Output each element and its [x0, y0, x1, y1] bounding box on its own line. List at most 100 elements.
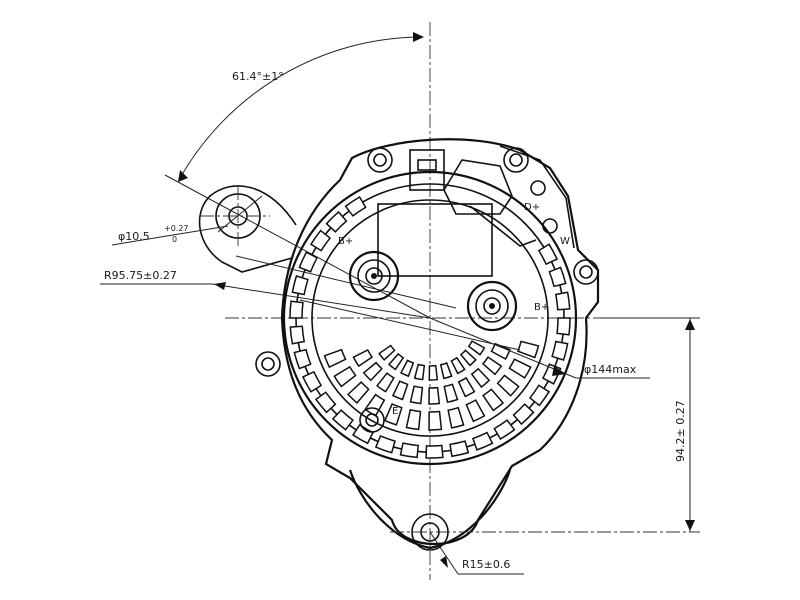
- inner-fin-slot: [508, 358, 532, 379]
- bolt-left: [255, 351, 281, 377]
- inner-fin-slot: [400, 359, 415, 378]
- cooling-fins-inner: [323, 340, 540, 431]
- inner-fin-slot: [333, 365, 357, 388]
- hole-diameter-dimension: φ10.5 +0.27 0: [111, 224, 229, 246]
- outer-fin-slot: [548, 266, 567, 288]
- regulator-block: [377, 145, 575, 277]
- bottom-radius-label: R15±0.6: [462, 558, 510, 571]
- b-plus-stud-1: [348, 250, 400, 302]
- inner-fin-slot: [362, 361, 383, 382]
- b-plus-stud-2: [466, 280, 518, 332]
- max-diameter-dimension: φ144max: [429, 317, 650, 379]
- outer-fin-slot: [298, 251, 319, 273]
- bottom-mounting-lug: [348, 469, 700, 551]
- hole-tolerance-lower: 0: [172, 235, 177, 244]
- terminal-studs: D+ W: [524, 180, 570, 247]
- outer-fin-slot: [554, 291, 571, 311]
- outer-fin-slot: [331, 409, 354, 431]
- housing-bolts: [255, 147, 599, 433]
- vertical-dimension-arrow-bottom: [685, 520, 695, 531]
- bottom-lug-outline: [348, 469, 512, 550]
- inner-fin-slot: [376, 372, 395, 393]
- angle-arc: [179, 36, 421, 179]
- vertical-dimension-arrow-top: [685, 319, 695, 330]
- inner-fin-slot: [467, 340, 486, 356]
- outer-fin-slot: [537, 243, 558, 266]
- inner-fin-slot: [428, 410, 443, 431]
- inner-fin-slot: [443, 383, 459, 404]
- mounting-ear-outline: [198, 185, 297, 273]
- bolt-lower-left: [359, 407, 385, 433]
- inner-fin-slot: [516, 340, 540, 359]
- hole-diameter-leader: [111, 225, 229, 246]
- outer-fin-slot: [471, 431, 494, 451]
- center-lines: [225, 22, 640, 580]
- inner-fin-slot: [352, 348, 374, 368]
- outer-fin-slot: [314, 391, 337, 414]
- outer-fin-slot: [291, 275, 309, 296]
- max-diameter-arrow: [552, 366, 566, 376]
- inner-fin-slot: [470, 367, 491, 389]
- vertical-offset-label: 94.2± 0.27: [674, 400, 687, 462]
- rectifier-ring: [311, 199, 549, 437]
- inner-fin-slot: [482, 388, 505, 412]
- mount-radius-label: R95.75±0.27: [104, 269, 177, 282]
- w-terminal: [542, 218, 558, 234]
- inner-fin-slot: [428, 364, 439, 381]
- outer-fin-slot: [399, 442, 420, 459]
- outer-fin-slot: [512, 403, 535, 426]
- angle-dimension: 61.4°±1°: [164, 32, 431, 319]
- outer-fin-slot: [551, 340, 569, 361]
- inner-fin-slot: [387, 352, 405, 371]
- outer-fin-slot: [449, 440, 470, 458]
- hole-tolerance-upper: +0.27: [164, 224, 189, 233]
- regulator-plate: [377, 203, 493, 277]
- alternator-housing: [280, 138, 600, 546]
- inner-fin-slot: [347, 381, 370, 404]
- outer-fin-slot: [302, 370, 323, 393]
- angle-arrow-left: [178, 170, 188, 182]
- mount-radius-leader: [211, 283, 431, 319]
- inner-fin-slot: [439, 362, 453, 380]
- bottom-radius-dimension: R15±0.6: [429, 531, 524, 575]
- mount-radius-arrow: [214, 282, 226, 290]
- plug-connector: [409, 149, 445, 191]
- bottom-radius-arrow: [440, 556, 448, 568]
- inner-fin-slot: [459, 349, 477, 367]
- housing-outline: [280, 138, 600, 546]
- outer-fin-slot: [344, 195, 367, 217]
- housing-outer-ring: [282, 170, 578, 466]
- max-diameter-label: φ144max: [584, 363, 637, 376]
- d-plus-label: D+: [524, 202, 540, 213]
- outer-fin-slot: [289, 300, 304, 319]
- d-plus-terminal: [530, 180, 546, 196]
- top-bracket-arm: [499, 145, 575, 249]
- inner-fin-slot: [457, 376, 476, 398]
- inner-fin-slot: [391, 380, 409, 401]
- outer-fin-slot: [556, 317, 571, 336]
- inner-fin-slot: [465, 399, 486, 423]
- w-label: W: [560, 236, 570, 247]
- e-terminal-label: E: [392, 406, 398, 417]
- regulator-housing: [443, 159, 513, 215]
- inner-fin-slot: [323, 348, 347, 369]
- bolt-top-right: [503, 147, 529, 173]
- inner-fin-slot: [447, 406, 465, 429]
- outer-fin-slot: [528, 384, 551, 407]
- b-plus-label-2: B+: [534, 302, 549, 313]
- outer-fin-slot: [374, 435, 396, 454]
- inner-fin-slot: [378, 344, 396, 361]
- max-diameter-leader: [429, 317, 577, 379]
- inner-fin-slot: [428, 386, 441, 405]
- bottom-radius-leader: [429, 531, 459, 575]
- outer-fin-slot: [325, 210, 348, 233]
- vertical-offset-dimension: 94.2± 0.27: [600, 317, 700, 532]
- angle-label: 61.4°±1°: [232, 70, 284, 83]
- inner-fin-slot: [450, 356, 466, 375]
- inner-fin-slot: [481, 356, 503, 376]
- cooling-fins-outer: [289, 195, 571, 459]
- angle-reference-line: [164, 174, 431, 319]
- outer-fin-slot: [309, 229, 332, 252]
- outer-fin-slot: [425, 444, 444, 459]
